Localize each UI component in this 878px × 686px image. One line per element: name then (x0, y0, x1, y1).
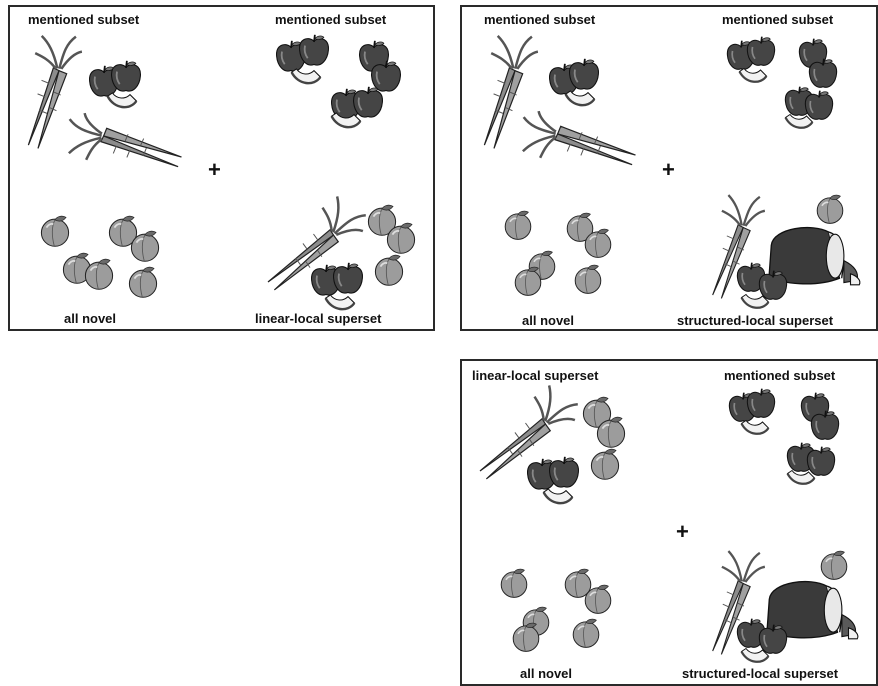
label-bottom-left: all novel (520, 667, 572, 680)
plus-sign: + (676, 521, 689, 543)
apple-icon (108, 59, 144, 95)
label-top-left: mentioned subset (484, 13, 595, 26)
apple-icon (744, 387, 778, 421)
panel-c: linear-local superset mentioned subset a… (460, 359, 878, 686)
peach-icon (570, 617, 602, 649)
apple-slice-icon (324, 293, 356, 313)
carrot-icon (516, 107, 642, 173)
apple-slice-icon (330, 111, 362, 131)
peach-icon (38, 214, 72, 248)
apple-icon (330, 261, 366, 297)
peach-icon (594, 415, 628, 449)
apple-slice-icon (740, 419, 770, 437)
peach-icon (512, 265, 544, 297)
peach-icon (814, 193, 846, 225)
apple-icon (566, 57, 602, 93)
peach-icon (372, 253, 406, 287)
apple-icon (546, 455, 582, 491)
apple-slice-icon (740, 293, 770, 311)
peach-icon (82, 257, 116, 291)
peach-icon (818, 549, 850, 581)
peach-icon (588, 447, 622, 481)
apple-slice-icon (740, 647, 770, 665)
apple-slice-icon (542, 487, 574, 507)
label-top-left: mentioned subset (28, 13, 139, 26)
label-bottom-right: structured-local superset (682, 667, 838, 680)
label-top-right: mentioned subset (275, 13, 386, 26)
peach-icon (582, 583, 614, 615)
plus-sign: + (662, 159, 675, 181)
apple-slice-icon (784, 113, 814, 131)
label-bottom-left: all novel (522, 314, 574, 327)
apple-icon (808, 409, 842, 443)
apple-slice-icon (738, 67, 768, 85)
peach-icon (502, 209, 534, 241)
apple-icon (296, 33, 332, 69)
label-top-left: linear-local superset (472, 369, 598, 382)
carrot-icon (62, 109, 188, 175)
label-bottom-left: all novel (64, 312, 116, 325)
label-bottom-right: structured-local superset (677, 314, 833, 327)
panel-b: mentioned subset mentioned subset all no… (460, 5, 878, 331)
peach-icon (572, 263, 604, 295)
peach-icon (128, 229, 162, 263)
apple-slice-icon (564, 89, 596, 109)
label-top-right: mentioned subset (724, 369, 835, 382)
apple-slice-icon (786, 469, 816, 487)
label-bottom-right: linear-local superset (255, 312, 381, 325)
peach-icon (582, 227, 614, 259)
peach-icon (384, 221, 418, 255)
peach-icon (510, 621, 542, 653)
panel-a: mentioned subset mentioned subset all no… (8, 5, 435, 331)
apple-slice-icon (290, 67, 322, 87)
peach-icon (498, 567, 530, 599)
apple-icon (744, 35, 778, 69)
label-top-right: mentioned subset (722, 13, 833, 26)
peach-icon (126, 265, 160, 299)
plus-sign: + (208, 159, 221, 181)
apple-slice-icon (106, 91, 138, 111)
